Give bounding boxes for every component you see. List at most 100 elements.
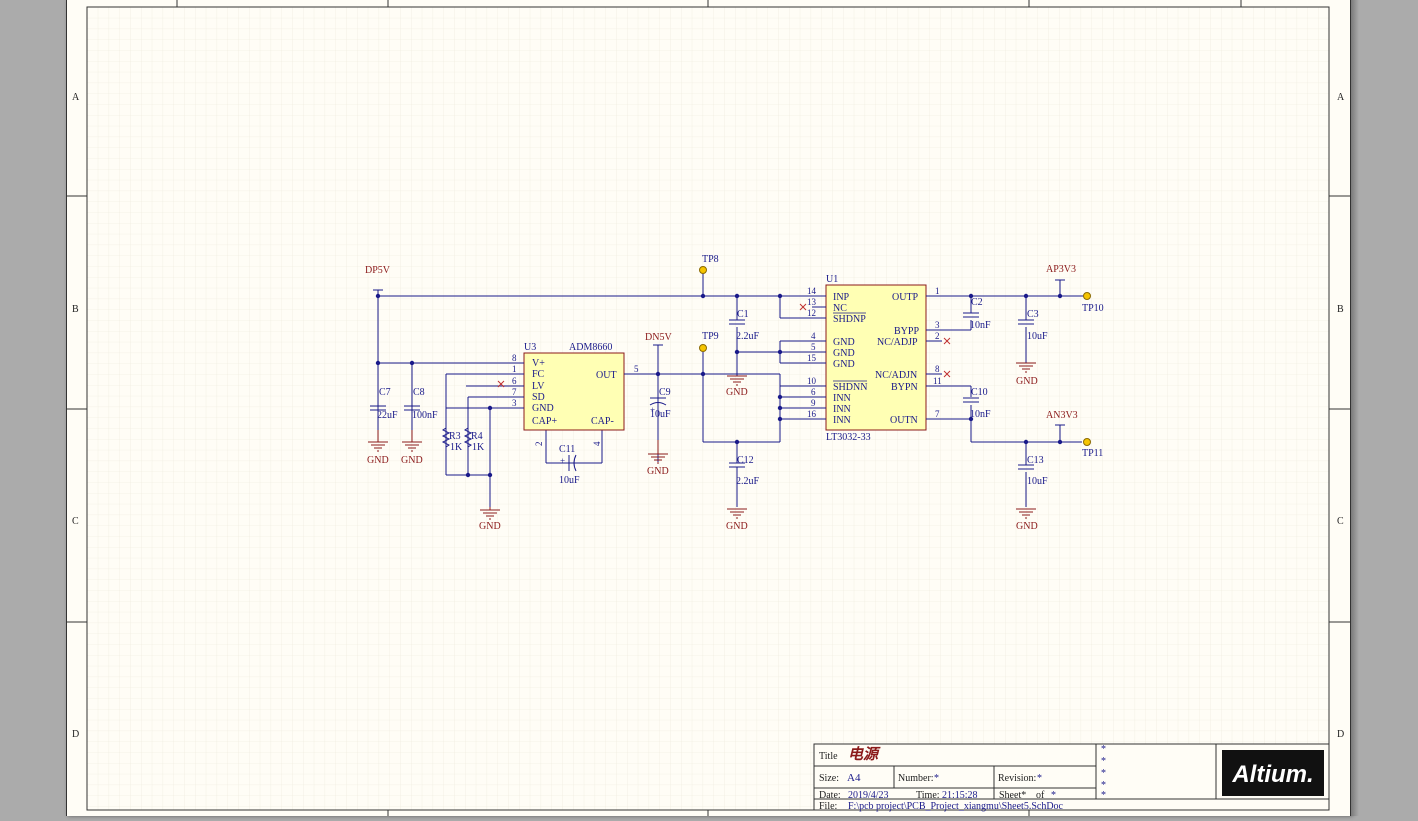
c9-ref: C9 bbox=[659, 387, 671, 398]
file-value: F:\pcb project\PCB_Project_xiangmu\Sheet… bbox=[848, 801, 1064, 812]
u3-pin-lv: LV bbox=[532, 381, 545, 392]
c10-ref: C10 bbox=[971, 387, 988, 398]
test-point-tp11[interactable]: TP11 bbox=[1082, 438, 1103, 460]
u1-pin-outn: OUTN bbox=[890, 415, 918, 426]
c2-ref: C2 bbox=[971, 297, 983, 308]
u1-pin2-num: 2 bbox=[935, 331, 940, 341]
c3-ref: C3 bbox=[1027, 309, 1039, 320]
zone-label-b-left: B bbox=[72, 304, 79, 315]
c13-ref: C13 bbox=[1027, 455, 1044, 466]
u1-pin13-num: 13 bbox=[807, 297, 817, 307]
number-label: Number: bbox=[898, 773, 934, 784]
power-port-dp5v[interactable]: DP5V bbox=[365, 265, 391, 296]
gnd-c3: GND bbox=[1016, 362, 1038, 387]
u1-pin-inn1: INN bbox=[833, 393, 851, 404]
gnd-label: GND bbox=[1016, 376, 1038, 387]
test-point-tp10[interactable]: TP10 bbox=[1082, 292, 1104, 315]
star-4: * bbox=[1101, 780, 1106, 791]
capacitor-c12[interactable]: C12 2.2uF bbox=[729, 455, 760, 487]
gnd-c12: GND bbox=[726, 508, 748, 532]
revision-value: * bbox=[1037, 773, 1042, 784]
capacitor-c2[interactable]: C2 10nF bbox=[963, 297, 991, 331]
u1-pin-shdnp: SHDNP bbox=[833, 314, 866, 325]
capacitor-c1[interactable]: C1 2.2uF bbox=[729, 309, 760, 342]
power-port-an3v3-label: AN3V3 bbox=[1046, 410, 1078, 421]
zone-label-a-left: A bbox=[72, 92, 80, 103]
schematic-canvas[interactable]: A B C D A B C D bbox=[66, 0, 1351, 818]
ic-u1[interactable]: U1 LT3032-33 14 13 12 4 5 15 10 6 9 16 I… bbox=[799, 274, 951, 443]
tp10-label: TP10 bbox=[1082, 303, 1104, 314]
ic-u3[interactable]: U3 ADM8660 8 1 6 7 3 V+ FC LV SD GND CAP… bbox=[497, 342, 642, 447]
u1-pin8-num: 8 bbox=[935, 364, 940, 374]
u1-pin4-num: 4 bbox=[811, 331, 816, 341]
altium-logo-text: Altium. bbox=[1231, 761, 1313, 788]
gnd-label: GND bbox=[726, 521, 748, 532]
u1-pin-shdnn: SHDNN bbox=[833, 382, 867, 393]
gnd-label: GND bbox=[647, 466, 669, 477]
capacitor-c11[interactable]: C11 10uF + bbox=[559, 444, 580, 486]
sheet-label: Sheet* bbox=[999, 790, 1026, 801]
c7-ref: C7 bbox=[379, 387, 391, 398]
gnd-label: GND bbox=[367, 455, 389, 466]
gnd-c1: GND bbox=[726, 375, 748, 398]
zone-label-b-right: B bbox=[1337, 304, 1344, 315]
test-point-tp8[interactable]: TP8 bbox=[699, 254, 719, 274]
capacitor-c9[interactable]: C9 10uF + bbox=[649, 387, 671, 440]
svg-text:+: + bbox=[560, 456, 565, 466]
zone-label-d-left: D bbox=[72, 729, 79, 740]
u1-pin-gnd3: GND bbox=[833, 359, 855, 370]
zone-label-a-right: A bbox=[1337, 92, 1345, 103]
power-port-an3v3[interactable]: AN3V3 bbox=[1046, 410, 1078, 426]
resistor-r3[interactable]: R3 1K bbox=[441, 427, 463, 453]
of-value: * bbox=[1051, 790, 1056, 801]
u3-pin-sd: SD bbox=[532, 392, 545, 403]
gnd-label: GND bbox=[726, 387, 748, 398]
zone-label-c-right: C bbox=[1337, 516, 1344, 527]
test-point-tp9[interactable]: TP9 bbox=[699, 331, 719, 352]
c8-ref: C8 bbox=[413, 387, 425, 398]
c3-value: 10uF bbox=[1027, 331, 1048, 342]
u3-pin6-num: 6 bbox=[512, 376, 517, 386]
u3-pin8-num: 8 bbox=[512, 353, 517, 363]
capacitor-c3[interactable]: C3 10uF bbox=[1018, 309, 1048, 342]
gnd-c8: GND bbox=[401, 430, 423, 466]
u3-pin-vplus: V+ bbox=[532, 358, 545, 369]
capacitor-c7[interactable]: C7 22uF bbox=[370, 387, 398, 430]
size-label: Size: bbox=[819, 773, 839, 784]
file-label: File: bbox=[819, 801, 837, 812]
zone-labels: A B C D A B C D bbox=[72, 92, 1345, 740]
r3-value: 1K bbox=[450, 442, 463, 453]
power-port-ap3v3[interactable]: AP3V3 bbox=[1046, 264, 1076, 281]
u3-part: ADM8660 bbox=[569, 342, 612, 353]
gnd-label: GND bbox=[1016, 521, 1038, 532]
power-port-dn5v[interactable]: DN5V bbox=[645, 332, 672, 346]
u1-pin15-num: 15 bbox=[807, 353, 817, 363]
u3-pin4-num: 4 bbox=[592, 441, 602, 446]
u3-pin-capminus: CAP- bbox=[591, 416, 614, 427]
power-port-ap3v3-label: AP3V3 bbox=[1046, 264, 1076, 275]
tp11-label: TP11 bbox=[1082, 448, 1103, 459]
capacitor-c13[interactable]: C13 10uF bbox=[1018, 455, 1048, 487]
svg-text:+: + bbox=[650, 405, 655, 415]
capacitor-c10[interactable]: C10 10nF bbox=[963, 387, 991, 420]
number-value: * bbox=[934, 773, 939, 784]
u1-pin-gnd1: GND bbox=[833, 337, 855, 348]
u3-pin5-num: 5 bbox=[634, 364, 639, 374]
title-value: 电源 bbox=[848, 746, 881, 763]
u1-pin-ncadjn: NC/ADJN bbox=[875, 370, 917, 381]
u3-pin2-num: 2 bbox=[534, 442, 544, 447]
c8-value: 100nF bbox=[412, 410, 438, 421]
resistor-r4[interactable]: R4 1K bbox=[463, 427, 485, 453]
u1-pin6-num: 6 bbox=[811, 387, 816, 397]
c7-value: 22uF bbox=[377, 410, 398, 421]
gnd-c9: GND bbox=[647, 440, 669, 477]
capacitor-c8[interactable]: C8 100nF bbox=[404, 387, 438, 430]
c10-value: 10nF bbox=[970, 409, 991, 420]
u1-pin-bypp: BYPP bbox=[894, 326, 919, 337]
c1-value: 2.2uF bbox=[736, 331, 760, 342]
tp8-label: TP8 bbox=[702, 254, 719, 265]
gnd-label: GND bbox=[401, 455, 423, 466]
date-label: Date: bbox=[819, 790, 841, 801]
u3-pin3-num: 3 bbox=[512, 398, 517, 408]
u1-pin10-num: 10 bbox=[807, 376, 817, 386]
